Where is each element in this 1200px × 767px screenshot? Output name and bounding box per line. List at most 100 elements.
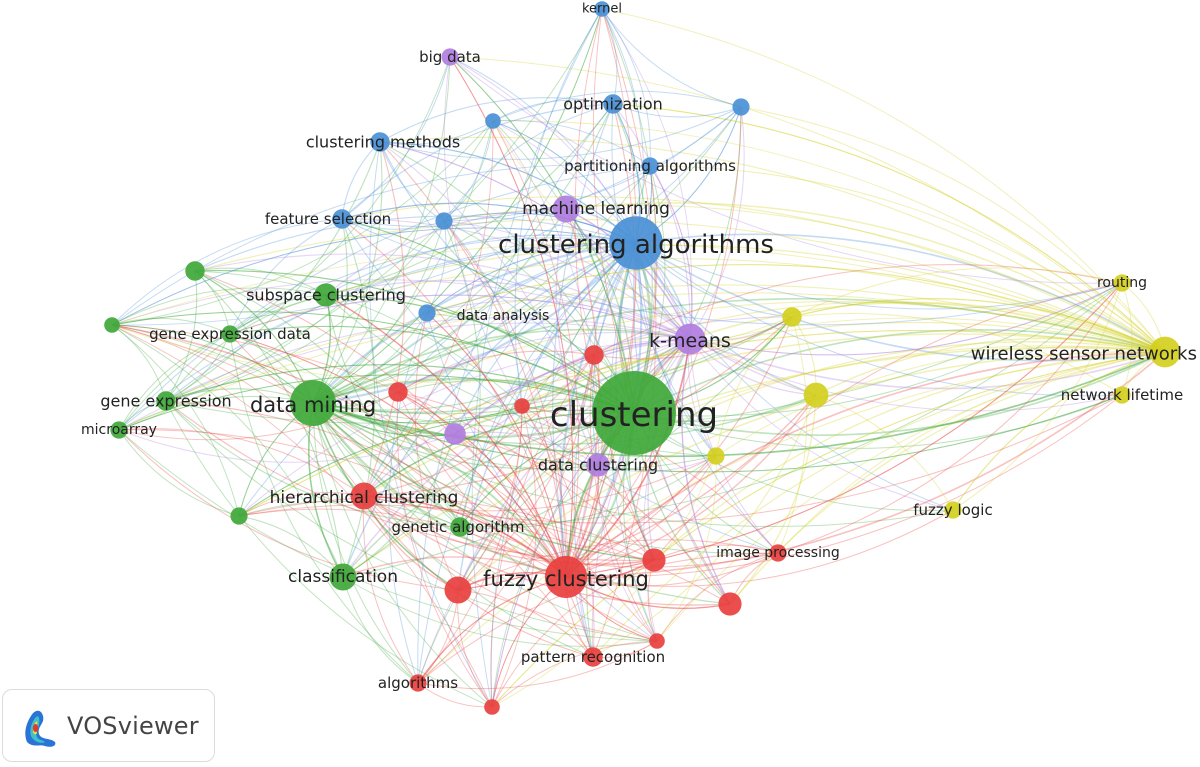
edge-link	[491, 455, 717, 708]
edge-link	[341, 165, 651, 228]
node-u-green-1[interactable]	[185, 261, 205, 281]
edge-link	[341, 218, 376, 578]
edge-link	[601, 8, 644, 244]
node-u-red-3[interactable]	[718, 592, 742, 616]
node-microarray[interactable]	[110, 421, 128, 439]
edge-link	[165, 400, 655, 561]
node-classification[interactable]	[329, 563, 357, 591]
label-kernel: kernel	[582, 2, 622, 17]
edge-link	[521, 405, 779, 554]
node-u-blue-1[interactable]	[435, 212, 453, 230]
node-network-lifetime[interactable]	[1113, 386, 1131, 404]
node-u-yellow-3[interactable]	[707, 447, 725, 465]
node-machine-learning[interactable]	[552, 195, 580, 223]
edge-link	[593, 301, 1166, 356]
node-clustering[interactable]	[592, 371, 676, 455]
edge-link	[118, 322, 691, 431]
edge-link	[111, 106, 742, 326]
edge-link	[312, 402, 459, 591]
edge-link	[635, 242, 1123, 310]
edge-link	[597, 464, 658, 642]
edge-link	[194, 215, 637, 272]
edge-link	[457, 455, 717, 591]
edge-link	[426, 264, 1166, 353]
node-data-clustering[interactable]	[586, 453, 610, 477]
node-wireless-sensor-networks[interactable]	[1149, 336, 1181, 368]
node-image-processing[interactable]	[769, 544, 787, 562]
node-u-red-7[interactable]	[484, 699, 500, 715]
edge-link	[312, 402, 461, 528]
node-u-green-3[interactable]	[104, 317, 120, 333]
node-genetic-algorithm[interactable]	[450, 517, 470, 537]
edge-link	[777, 282, 1123, 554]
node-pattern-recognition[interactable]	[583, 647, 603, 667]
edge-link	[312, 338, 691, 414]
edge-link	[592, 394, 817, 658]
edge-link	[791, 298, 1166, 353]
node-clustering-algorithms[interactable]	[609, 216, 663, 270]
node-u-green-2[interactable]	[230, 507, 248, 525]
node-u-red-8[interactable]	[514, 398, 530, 414]
edge-link	[653, 544, 779, 561]
node-hierarchical-clustering[interactable]	[350, 482, 378, 510]
edge-link	[341, 56, 451, 220]
edge-link	[363, 141, 405, 497]
edge-link	[341, 202, 637, 244]
node-u-yellow-2[interactable]	[782, 307, 802, 327]
vosviewer-logo-text: VOSviewer	[67, 711, 199, 740]
edge-link	[593, 264, 1123, 356]
node-u-red-6[interactable]	[649, 633, 665, 649]
node-clustering-methods[interactable]	[370, 132, 390, 152]
node-u-blue-2[interactable]	[732, 98, 750, 116]
label-data-analysis: data analysis	[457, 308, 550, 324]
label-clustering-algorithms: clustering algorithms	[498, 230, 774, 260]
edge-link	[325, 208, 567, 296]
edge-link	[426, 242, 637, 314]
edge-link	[111, 227, 637, 326]
node-optimization[interactable]	[603, 94, 623, 114]
node-k-means[interactable]	[674, 323, 706, 355]
edge-link	[312, 8, 603, 404]
edge-link	[777, 351, 1166, 554]
edge-link	[118, 120, 494, 431]
node-big-data[interactable]	[441, 48, 459, 66]
edge-link	[565, 351, 1166, 578]
node-u-purple-1[interactable]	[444, 423, 466, 445]
edge-link	[454, 431, 599, 466]
node-u-red-5[interactable]	[388, 382, 408, 402]
node-u-yellow-1[interactable]	[803, 382, 829, 408]
edge-link	[417, 576, 567, 684]
edge-link	[443, 220, 481, 528]
node-feature-selection[interactable]	[332, 209, 352, 229]
node-kernel[interactable]	[594, 1, 610, 17]
node-gene-expression[interactable]	[156, 391, 176, 411]
edge-link	[457, 589, 594, 658]
node-u-red-4[interactable]	[584, 345, 604, 365]
node-u-blue-3[interactable]	[485, 113, 501, 129]
edge-link	[342, 347, 1166, 578]
node-routing[interactable]	[1113, 274, 1131, 292]
edge-link	[565, 455, 717, 578]
edge-link	[238, 508, 567, 578]
node-fuzzy-logic[interactable]	[944, 501, 962, 519]
node-subspace-clustering[interactable]	[314, 283, 338, 307]
node-data-analysis[interactable]	[418, 304, 436, 322]
node-gene-expression-data[interactable]	[221, 325, 239, 343]
edge-link	[111, 324, 167, 402]
edge-link	[111, 324, 314, 404]
edge-link	[449, 56, 691, 340]
edge-link	[312, 401, 567, 578]
node-partitioning-algorithms[interactable]	[641, 157, 659, 175]
node-fuzzy-clustering[interactable]	[544, 555, 588, 599]
edge-link	[111, 218, 343, 326]
node-u-red-2[interactable]	[642, 548, 666, 572]
node-algorithms[interactable]	[409, 674, 427, 692]
edge-link	[379, 141, 635, 414]
label-pattern-recognition: pattern recognition	[521, 648, 665, 666]
node-u-red-1[interactable]	[444, 576, 472, 604]
edge-link	[612, 103, 1166, 353]
edge-link	[165, 220, 445, 402]
node-data-mining[interactable]	[290, 380, 336, 426]
edge-link	[312, 402, 658, 642]
